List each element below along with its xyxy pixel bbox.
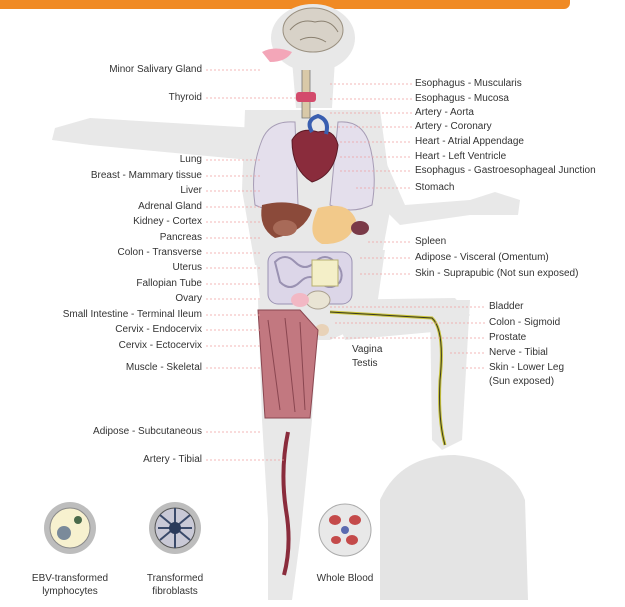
label-fallopian-tube: Fallopian Tube	[60, 278, 202, 290]
label-kidney-cortex: Kidney - Cortex	[60, 216, 202, 228]
uterus-shape	[291, 293, 309, 307]
caption-fibroblasts-line2: fibroblasts	[120, 585, 230, 598]
bladder-shape	[306, 291, 330, 309]
caption-ebv-line2: lymphocytes	[15, 585, 125, 598]
label-prostate: Prostate	[489, 332, 526, 344]
caption-ebv-lymphocytes: EBV-transformed lymphocytes	[15, 572, 125, 598]
label-pancreas: Pancreas	[60, 232, 202, 244]
label-bladder: Bladder	[489, 301, 523, 313]
brain-illustration	[283, 8, 343, 52]
label-cervix-endocervix: Cervix - Endocervix	[60, 324, 202, 336]
label-spleen: Spleen	[415, 236, 446, 248]
label-breast: Breast - Mammary tissue	[60, 170, 202, 182]
label-stomach: Stomach	[415, 182, 454, 194]
label-vagina: Vagina	[352, 344, 382, 356]
label-testis: Testis	[352, 358, 378, 370]
caption-fibroblasts-line1: Transformed	[120, 572, 230, 585]
caption-whole-blood-line1: Whole Blood	[290, 572, 400, 585]
label-heart-atrial-appendage: Heart - Atrial Appendage	[415, 136, 524, 148]
label-minor-salivary-gland: Minor Salivary Gland	[60, 64, 202, 76]
label-skin-suprapubic: Skin - Suprapubic (Not sun exposed)	[415, 268, 578, 280]
label-muscle-skeletal: Muscle - Skeletal	[60, 362, 202, 374]
label-cervix-ectocervix: Cervix - Ectocervix	[60, 340, 202, 352]
fibroblast-icon	[149, 502, 201, 554]
whole-blood-icon	[319, 504, 371, 556]
label-adipose-subcutaneous: Adipose - Subcutaneous	[40, 426, 202, 438]
ebv-lymphocyte-icon	[44, 502, 96, 554]
caption-whole-blood: Whole Blood	[290, 572, 400, 585]
muscle-shape	[258, 310, 318, 418]
label-esophagus-ge-junction: Esophagus - Gastroesophageal Junction	[415, 165, 596, 177]
label-thyroid: Thyroid	[60, 92, 202, 104]
label-adipose-visceral: Adipose - Visceral (Omentum)	[415, 252, 549, 264]
label-colon-sigmoid: Colon - Sigmoid	[489, 317, 560, 329]
label-heart-left-ventricle: Heart - Left Ventricle	[415, 151, 506, 163]
thyroid-shape	[296, 92, 316, 102]
label-uterus: Uterus	[60, 262, 202, 274]
label-colon-transverse: Colon - Transverse	[60, 247, 202, 259]
label-sun-exposed: (Sun exposed)	[489, 376, 554, 388]
label-artery-tibial: Artery - Tibial	[60, 454, 202, 466]
label-esophagus-mucosa: Esophagus - Mucosa	[415, 93, 509, 105]
label-skin-lower-leg: Skin - Lower Leg	[489, 362, 564, 374]
label-esophagus-muscularis: Esophagus - Muscularis	[415, 78, 522, 90]
caption-transformed-fibroblasts: Transformed fibroblasts	[120, 572, 230, 598]
label-adrenal-gland: Adrenal Gland	[60, 201, 202, 213]
label-liver: Liver	[60, 185, 202, 197]
label-artery-coronary: Artery - Coronary	[415, 121, 492, 133]
label-small-intestine: Small Intestine - Terminal Ileum	[2, 309, 202, 321]
spleen-shape	[351, 221, 369, 235]
label-artery-aorta: Artery - Aorta	[415, 107, 474, 119]
kidney-shape	[273, 220, 297, 236]
label-lung: Lung	[60, 154, 202, 166]
label-ovary: Ovary	[60, 293, 202, 305]
label-nerve-tibial: Nerve - Tibial	[489, 347, 548, 359]
caption-ebv-line1: EBV-transformed	[15, 572, 125, 585]
